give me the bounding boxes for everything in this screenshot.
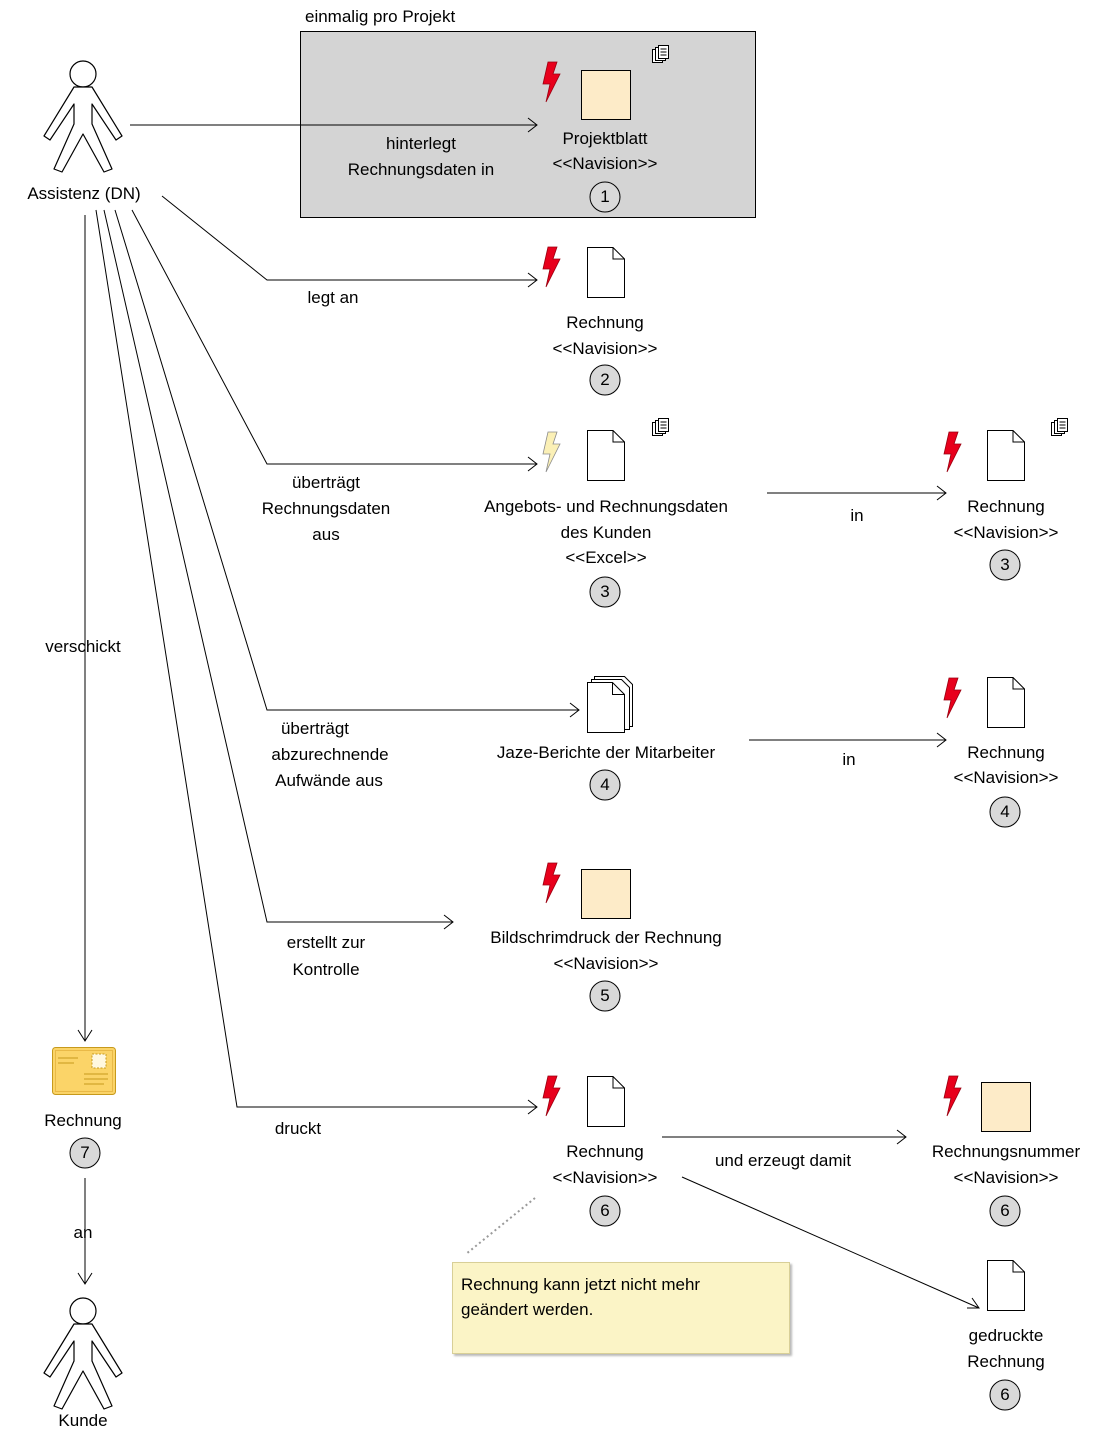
edge-label-in-3: in — [850, 506, 864, 525]
customer-actor-icon — [43, 1297, 123, 1410]
multi-document-icon — [587, 676, 633, 733]
note-text-line2: geändert werden. — [461, 1300, 594, 1319]
edge-label-legt-an: legt an — [307, 288, 359, 307]
gedruckt-name-line2: Rechnung — [967, 1352, 1045, 1371]
step-number-4: 4 — [600, 775, 610, 794]
edge-label-verschickt: verschickt — [45, 637, 121, 656]
group-label: einmalig pro Projekt — [305, 7, 456, 26]
rechnung4-stereotype: <<Navision>> — [953, 768, 1059, 787]
rechnung3-stereotype: <<Navision>> — [953, 523, 1059, 542]
bolt-icon — [542, 246, 561, 288]
document-icon — [987, 430, 1025, 481]
step-number-7: 7 — [80, 1143, 90, 1162]
rechnung4-name: Rechnung — [967, 743, 1045, 762]
document-icon — [987, 1260, 1025, 1311]
angebot-name-line2: des Kunden — [560, 523, 652, 542]
step-number-1: 1 — [600, 187, 610, 206]
rechnung6-name: Rechnung — [566, 1142, 644, 1161]
edge-label-uebertraegt-a-3: aus — [312, 525, 340, 544]
step-number-4b: 4 — [1000, 802, 1010, 821]
stack-icon — [652, 418, 669, 436]
edge-label-an: an — [73, 1223, 93, 1242]
step-number-5: 5 — [600, 986, 610, 1005]
assistant-actor-label: Assistenz (DN) — [27, 184, 141, 203]
edge-label-uebertraegt-a-2: Rechnungsdaten — [261, 499, 391, 518]
document-icon — [587, 247, 625, 298]
edge-label-erstellt-2: Kontrolle — [292, 960, 360, 979]
customer-actor-label: Kunde — [58, 1411, 108, 1430]
step-number-2: 2 — [600, 370, 610, 389]
jaze-name: Jaze-Berichte der Mitarbeiter — [496, 743, 716, 762]
step-number-3: 3 — [600, 582, 610, 601]
bildschirm-entity-box — [581, 869, 631, 919]
note-anchor-line — [465, 1197, 536, 1255]
brief-name: Rechnung — [44, 1111, 122, 1130]
projektblatt-entity-box — [581, 70, 631, 120]
bolt-icon — [542, 862, 561, 904]
edge-label-hinterlegt-2: Rechnungsdaten in — [347, 160, 495, 179]
bolt-icon — [943, 431, 962, 473]
edge-label-erzeugt: und erzeugt damit — [714, 1151, 852, 1170]
rechnungsnummer-stereotype: <<Navision>> — [953, 1168, 1059, 1187]
rechnung2-stereotype: <<Navision>> — [552, 339, 658, 358]
step-number-3b: 3 — [1000, 555, 1010, 574]
edge-label-in-4: in — [842, 750, 856, 769]
edge-label-uebertraegt-b-2: abzurechnende — [271, 745, 389, 764]
bildschirm-name: Bildschrimdruck der Rechnung — [490, 928, 722, 947]
step-number-6b: 6 — [1000, 1201, 1010, 1220]
rechnungsnummer-entity-box — [981, 1082, 1031, 1132]
assistant-actor-icon — [43, 60, 123, 173]
pale-bolt-icon — [542, 431, 561, 473]
stack-icon — [1051, 418, 1068, 436]
step-number-6: 6 — [600, 1201, 610, 1220]
projektblatt-name: Projektblatt — [562, 129, 648, 148]
edges — [77, 117, 980, 1309]
step-number-6c: 6 — [1000, 1385, 1010, 1404]
gedruckt-name-line1: gedruckte — [968, 1326, 1044, 1345]
rechnung6-stereotype: <<Navision>> — [552, 1168, 658, 1187]
letter-icon — [52, 1047, 116, 1095]
bolt-icon — [943, 677, 962, 719]
rechnung3-name: Rechnung — [967, 497, 1045, 516]
edge-label-uebertraegt-b-3: Aufwände aus — [275, 771, 383, 790]
angebot-name-line1: Angebots- und Rechnungsdaten — [484, 497, 728, 516]
note-text-line1: Rechnung kann jetzt nicht mehr — [461, 1275, 701, 1294]
angebot-stereotype: <<Excel>> — [565, 548, 647, 567]
bolt-icon — [542, 1075, 561, 1117]
document-icon — [587, 430, 625, 481]
edge-label-erstellt-1: erstellt zur — [286, 933, 366, 952]
document-icon — [987, 677, 1025, 728]
bolt-icon — [943, 1075, 962, 1117]
projektblatt-stereotype: <<Navision>> — [552, 154, 658, 173]
edge-label-druckt: druckt — [274, 1119, 322, 1138]
rechnung2-name: Rechnung — [566, 313, 644, 332]
edge-label-hinterlegt-1: hinterlegt — [386, 134, 456, 153]
edge-label-uebertraegt-b-1: überträgt — [280, 719, 350, 738]
bildschirm-stereotype: <<Navision>> — [553, 954, 659, 973]
rechnungsnummer-name: Rechnungsnummer — [931, 1142, 1081, 1161]
document-icon — [587, 1076, 625, 1127]
edge-label-uebertraegt-a-1: überträgt — [291, 473, 361, 492]
note: Rechnung kann jetzt nicht mehr geändert … — [452, 1262, 790, 1354]
